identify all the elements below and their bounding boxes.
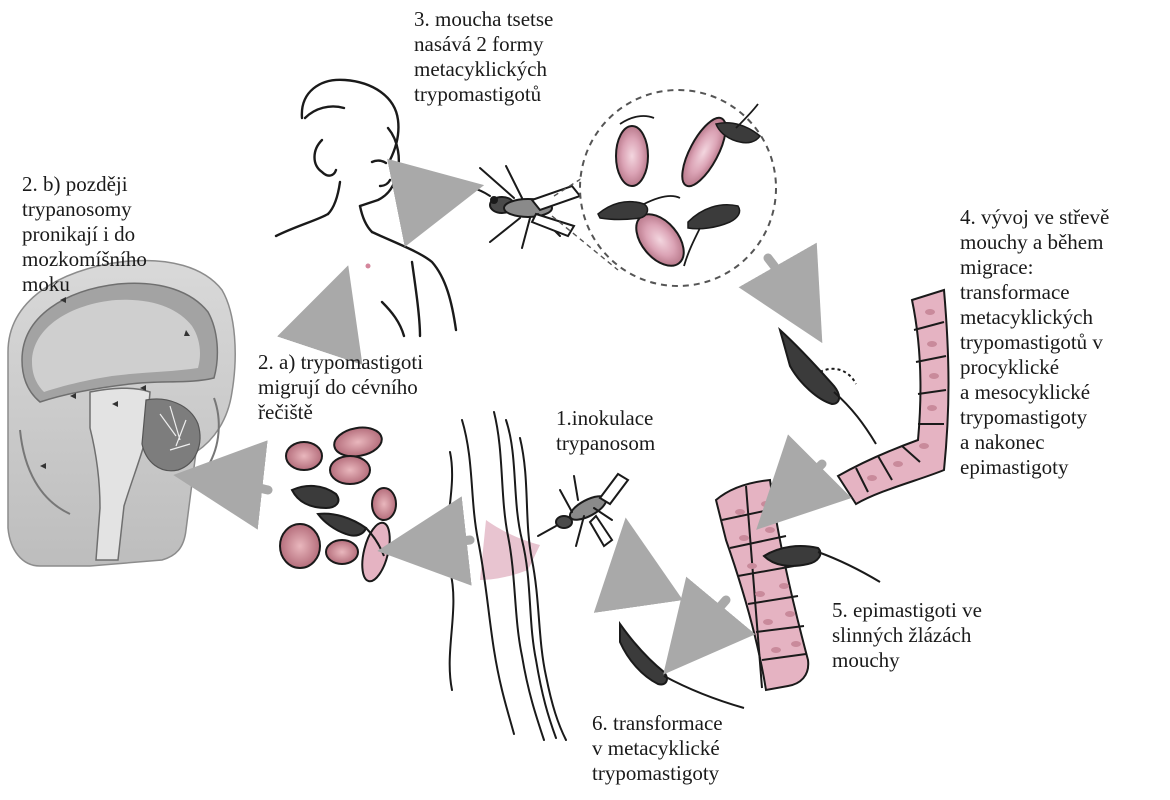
label-step2a-bloodstream: 2. a) trypomastigoti migrují do cévního … (258, 350, 423, 425)
arrow-human-to-fly (402, 194, 440, 208)
brain-section (8, 260, 235, 566)
magnifier-circle (580, 90, 776, 286)
label-step3-tsetse-feeding: 3. moucha tsetse nasává 2 formy metacykl… (414, 7, 553, 107)
label-step1-inoculation: 1.inokulace trypanosom (556, 406, 655, 456)
human-figure (276, 80, 456, 336)
tsetse-fly-icon (454, 166, 580, 248)
arrow-skin-to-blood (422, 540, 470, 546)
label-step5-salivary-glands: 5. epimastigoti ve slinných žlázách mouc… (832, 598, 982, 673)
arrow-gut-to-gland (788, 464, 822, 498)
parasite-step6 (620, 624, 744, 708)
fly-gut-tissue (780, 290, 949, 504)
arrow-circle-to-gut (768, 258, 800, 304)
blood-cells (280, 424, 396, 584)
tsetse-fly-icon (538, 474, 628, 546)
bite-mark (366, 264, 371, 269)
label-step6-transformation: 6. transformace v metacyklické trypomast… (592, 711, 723, 786)
arrow-blood-to-human (322, 308, 334, 344)
label-step4-gut-development: 4. vývoj ve střevě mouchy a během migrac… (960, 205, 1109, 480)
arrow-step6-to-fly (632, 562, 638, 602)
arrow-gland-to-step6 (692, 600, 726, 640)
label-step2b-csf: 2. b) později trypanosomy pronikají i do… (22, 172, 147, 297)
arrow-blood-to-brain (218, 480, 268, 490)
skin-layers (447, 412, 566, 740)
